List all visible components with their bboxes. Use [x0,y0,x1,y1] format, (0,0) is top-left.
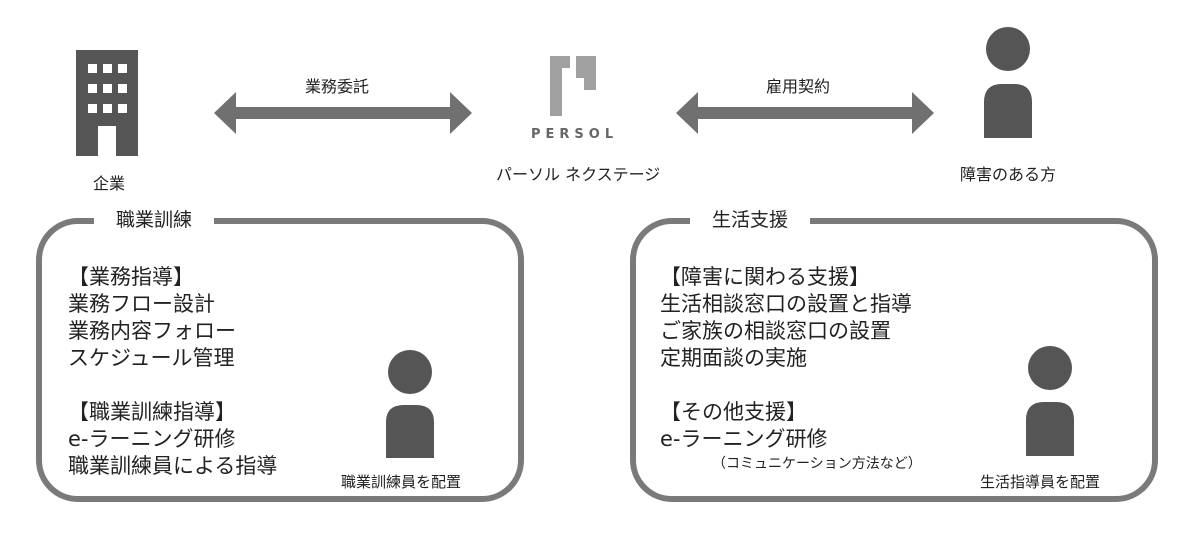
list-item: e-ラーニング研修 [68,427,236,451]
arrow-right-label: 雇用契約 [766,77,831,96]
list-item: 職業訓練員による指導 [68,454,278,478]
group-heading: 【障害に関わる支援】 [660,265,870,289]
group-heading: 【その他支援】 [660,400,807,424]
list-item: 業務フロー設計 [68,292,215,316]
life-support-box [630,218,1158,502]
double-arrow-right [676,92,934,134]
life-support-title: 生活支援 [690,205,811,232]
group-heading: 【業務指導】 [68,265,194,289]
company-label: 企業 [93,174,126,193]
trainer-caption: 職業訓練員を配置 [341,473,462,491]
life-advisor-person-icon [1026,346,1074,456]
double-arrow-left [214,92,472,134]
arrow-left-label: 業務委託 [305,77,370,96]
building-icon [76,50,138,156]
trainer-person-icon [386,350,434,458]
person-icon [984,27,1032,138]
life-support-list: 【障害に関わる支援】 生活相談窓口の設置と指導 ご家族の相談窓口の設置 定期面談… [660,264,912,453]
list-item: ご家族の相談窓口の設置 [660,319,891,343]
vocational-training-list: 【業務指導】 業務フロー設計 業務内容フォロー スケジュール管理 【職業訓練指導… [68,264,277,480]
list-item: スケジュール管理 [68,346,235,370]
life-advisor-caption: 生活指導員を配置 [980,473,1101,491]
persol-label: パーソル ネクステージ [496,165,661,184]
persol-logo-icon [550,56,596,116]
list-item: e-ラーニング研修 [660,427,828,451]
list-item: 業務内容フォロー [68,319,236,343]
vocational-training-title: 職業訓練 [94,205,215,232]
list-item: 生活相談窓口の設置と指導 [660,292,912,316]
person-label: 障害のある方 [960,165,1057,184]
communication-note: （コミュニケーション方法など） [712,456,922,472]
list-item: 定期面談の実施 [660,346,807,370]
vocational-training-box [36,218,524,502]
persol-logo-text: PERSOL [531,127,619,142]
group-heading: 【職業訓練指導】 [68,400,236,424]
